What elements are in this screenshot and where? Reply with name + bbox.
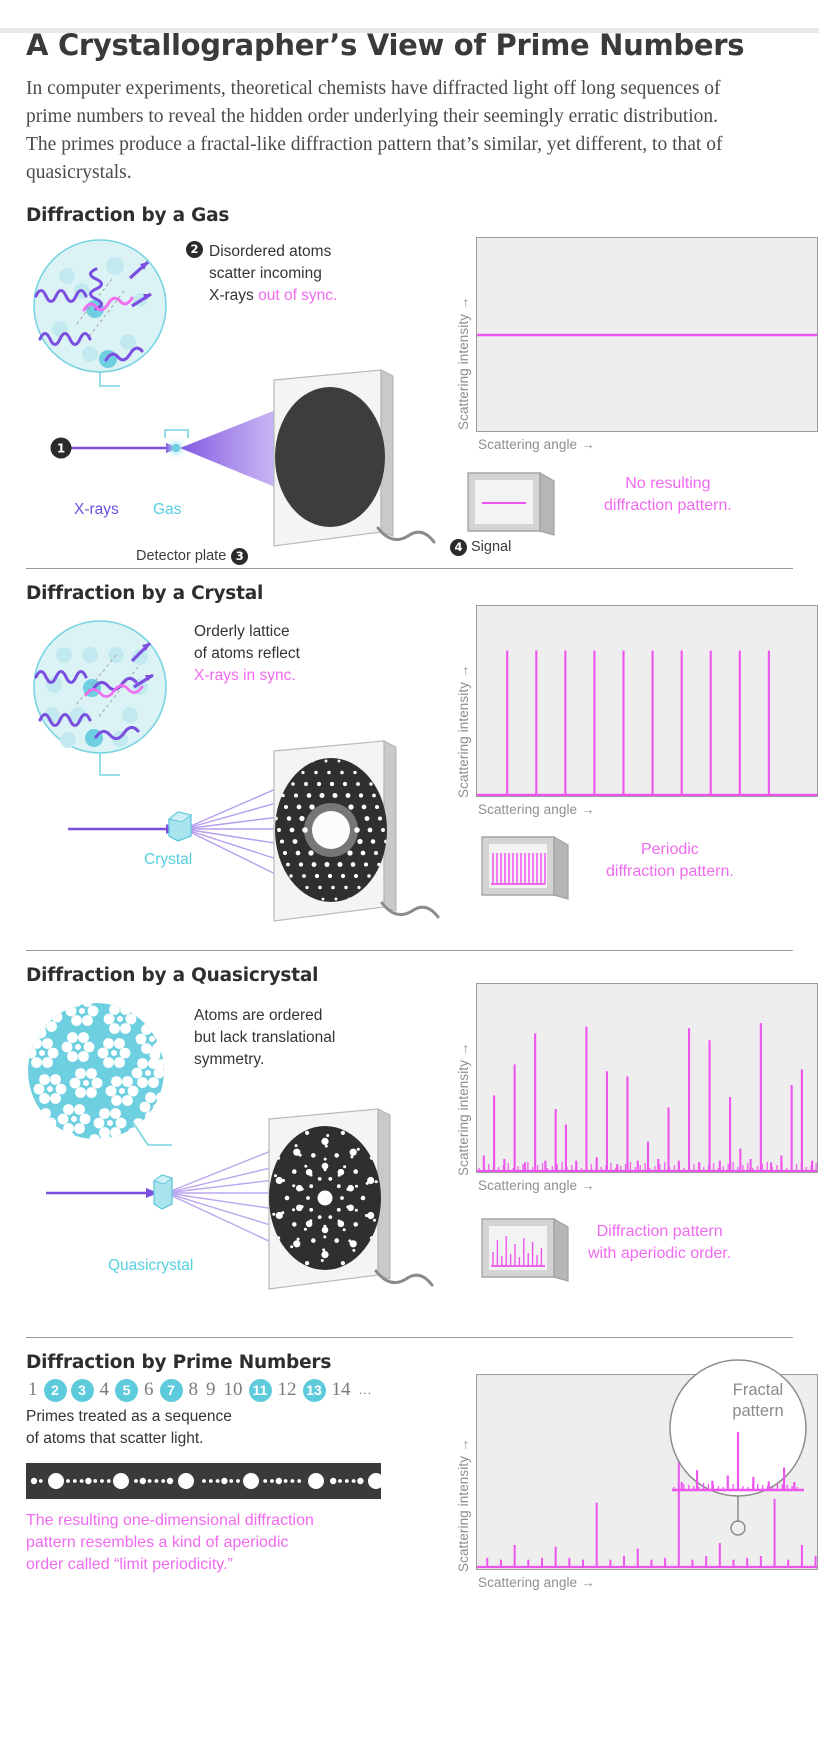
detector-plate-label-group: Detector plate 3 [136, 548, 248, 565]
gas-signal-monitor [462, 467, 572, 537]
gas-signal-label: Signal [471, 539, 511, 555]
number-line-item: 6 [142, 1379, 156, 1401]
gas-plot-xlabel: Scattering angle → [478, 437, 595, 452]
quasicrystal-sample-label: Quasicrystal [108, 1257, 193, 1275]
qc-result-line2: with aperiodic order. [588, 1243, 731, 1265]
crystal-sample-label: Crystal [144, 851, 192, 869]
crystal-callout-line1: Orderly lattice [194, 621, 424, 643]
crystal-signal-monitor [476, 831, 586, 901]
gas-result-text: No resulting diffraction pattern. [604, 473, 732, 517]
gas-plot-svg [477, 238, 818, 432]
prime-atom-strip-svg [26, 1463, 381, 1499]
section-title-primes: Diffraction by Prime Numbers [26, 1352, 793, 1373]
number-line-item: 9 [204, 1379, 218, 1401]
gas-result-line2: diffraction pattern. [604, 495, 732, 517]
qc-plot-svg [477, 984, 818, 1173]
section-quasicrystal: Diffraction by a Quasicrystal Atoms are … [26, 965, 793, 1325]
fractal-label-line2: pattern [698, 1401, 818, 1422]
crystal-plot-ylabel: Scattering intensity → [456, 664, 471, 798]
crystal-result-line1: Periodic [606, 839, 734, 861]
crystal-plot [476, 605, 818, 797]
step-number-2: 2 [186, 241, 203, 258]
gas-callout-line1: Disordered atoms [209, 241, 337, 263]
gas-signal-label-group: 4 Signal [450, 539, 511, 556]
page-title: A Crystallographer’s View of Prime Numbe… [26, 28, 793, 62]
gas-plot-ylabel: Scattering intensity → [456, 296, 471, 430]
gas-callout: 2 Disordered atoms scatter incoming X-ra… [186, 241, 416, 307]
crystal-plot-svg [477, 606, 818, 797]
number-line-item: 14 [330, 1379, 353, 1401]
crystal-plot-xlabel: Scattering angle → [478, 802, 595, 817]
crystal-beam-diagram [26, 723, 446, 983]
fractal-magnifier-label: Fractal pattern [698, 1380, 818, 1423]
step-number-4: 4 [450, 539, 467, 556]
crystal-callout-line2: of atoms reflect [194, 643, 424, 665]
number-line-item: 10 [222, 1379, 245, 1401]
section-crystal: Diffraction by a Crystal [26, 583, 793, 938]
prime-chip: 11 [249, 1379, 272, 1402]
crystal-result-text: Periodic diffraction pattern. [606, 839, 734, 884]
section-title-crystal: Diffraction by a Crystal [26, 583, 793, 604]
prime-chip: 2 [44, 1379, 67, 1402]
quasicrystal-beam-diagram [26, 1105, 446, 1355]
crystal-result-line2: diffraction pattern. [606, 861, 734, 883]
top-rule [0, 28, 819, 33]
qc-callout-line1: Atoms are ordered [194, 1005, 434, 1027]
crystal-callout: Orderly lattice of atoms reflect X-rays … [194, 621, 424, 687]
prime-chip: 13 [303, 1379, 326, 1402]
qc-plot-ylabel: Scattering intensity → [456, 1042, 471, 1176]
fractal-label-line1: Fractal [698, 1380, 818, 1401]
prime-chip: 5 [115, 1379, 138, 1402]
page-deck: In computer experiments, theoretical che… [26, 75, 726, 187]
step-number-3: 3 [231, 548, 248, 565]
gas-result-line1: No resulting [604, 473, 732, 495]
infographic-page: A Crystallographer’s View of Prime Numbe… [0, 28, 819, 1748]
quasicrystal-signal-monitor [476, 1213, 586, 1283]
gas-callout-line2: scatter incoming [209, 263, 337, 285]
qc-plot-xlabel: Scattering angle → [478, 1178, 595, 1193]
qc-callout-line2: but lack translational [194, 1027, 434, 1049]
gas-plot [476, 237, 818, 432]
primes-plot-xlabel: Scattering angle → [478, 1575, 595, 1590]
prime-atom-strip [26, 1463, 381, 1499]
quasicrystal-result-text: Diffraction pattern with aperiodic order… [588, 1221, 731, 1266]
gas-sample-label: Gas [153, 501, 181, 519]
number-line-item: 1 [26, 1379, 40, 1401]
qc-callout-line3: symmetry. [194, 1049, 434, 1071]
quasicrystal-plot [476, 983, 818, 1173]
number-line-item: 4 [98, 1379, 112, 1401]
gas-beam-diagram: 1 [26, 360, 446, 610]
section-gas: Diffraction by a Gas [26, 205, 793, 550]
section-title-gas: Diffraction by a Gas [26, 205, 793, 226]
qc-result-line1: Diffraction pattern [588, 1221, 731, 1243]
crystal-callout-accent: X-rays in sync. [194, 665, 424, 687]
svg-text:1: 1 [57, 441, 65, 455]
number-line-item: 8 [187, 1379, 201, 1401]
quasicrystal-callout: Atoms are ordered but lack translational… [194, 1005, 434, 1071]
primes-plot-ylabel: Scattering intensity → [456, 1438, 471, 1572]
number-line-item: … [357, 1382, 374, 1398]
gas-beam-label: X-rays [74, 501, 119, 519]
gas-callout-accent: out of sync. [258, 287, 337, 304]
gas-callout-line3: X-rays [209, 287, 258, 304]
number-line-item: 12 [276, 1379, 299, 1401]
prime-chip: 7 [160, 1379, 183, 1402]
prime-chip: 3 [71, 1379, 94, 1402]
detector-plate-label: Detector plate [136, 548, 226, 564]
